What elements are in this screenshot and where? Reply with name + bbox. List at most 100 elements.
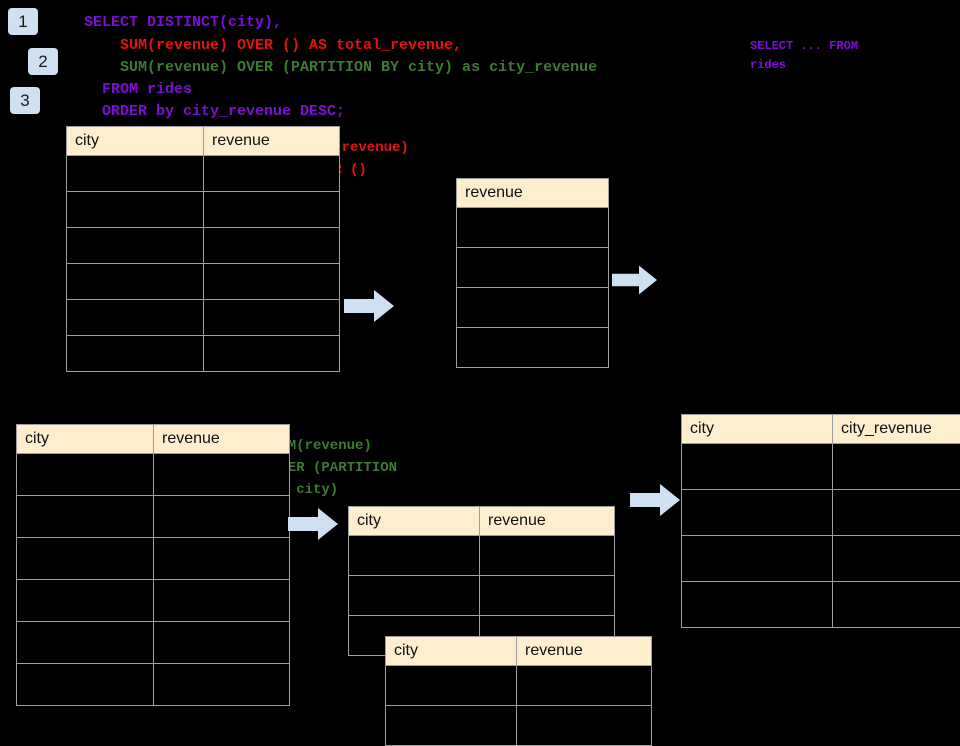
table-row: [17, 664, 290, 706]
cell: [457, 288, 609, 328]
table-row-header: city revenue: [67, 127, 340, 156]
table-row: [682, 582, 960, 628]
arrow-source-to-partition: [288, 508, 338, 540]
cell: [154, 664, 290, 706]
cell: [833, 582, 960, 628]
select-from-rides-label: SELECT ... FROM rides: [750, 37, 858, 75]
cell: [67, 336, 204, 372]
table-row: [457, 288, 609, 328]
table-row: [17, 538, 290, 580]
cell: [349, 576, 480, 616]
table-row: [349, 576, 615, 616]
cell: [17, 538, 154, 580]
sql-line-from: FROM rides: [84, 79, 192, 100]
table-row: [457, 208, 609, 248]
step-badge-1-label: 1: [18, 13, 27, 30]
table-row-header: city revenue: [17, 425, 290, 454]
sql-line-city-revenue: SUM(revenue) OVER (PARTITION BY city) as…: [84, 57, 597, 78]
arrow-total-to-result: [612, 265, 657, 295]
table-row: [17, 622, 290, 664]
step-badge-2[interactable]: 2: [28, 48, 58, 75]
cell: [682, 444, 833, 490]
table-row: [67, 228, 340, 264]
step-badge-3[interactable]: 3: [10, 87, 40, 114]
table-row-header: revenue: [457, 179, 609, 208]
table-row: [457, 328, 609, 368]
step-badge-1[interactable]: 1: [8, 8, 38, 35]
table-row: [67, 336, 340, 372]
table-row: [17, 496, 290, 538]
cell: [457, 208, 609, 248]
column-header-revenue: revenue: [204, 127, 340, 156]
table-partition-back: city revenue: [348, 506, 615, 656]
table-partition-front: city revenue: [385, 636, 652, 746]
column-header-revenue: revenue: [480, 507, 615, 536]
cell: [682, 490, 833, 536]
cell: [67, 264, 204, 300]
cell: [833, 536, 960, 582]
table-source-top: city revenue: [66, 126, 340, 372]
cell: [682, 582, 833, 628]
column-header-city: city: [17, 425, 154, 454]
table-row-header: city city_revenue: [682, 415, 960, 444]
column-header-city-revenue: city_revenue: [833, 415, 960, 444]
cell: [517, 666, 652, 706]
cell: [67, 156, 204, 192]
column-header-city: city: [682, 415, 833, 444]
column-header-revenue: revenue: [154, 425, 290, 454]
column-header-revenue: revenue: [517, 637, 652, 666]
cell: [457, 248, 609, 288]
cell: [517, 706, 652, 746]
table-row: [682, 444, 960, 490]
cell: [480, 576, 615, 616]
column-header-city: city: [349, 507, 480, 536]
cell: [833, 490, 960, 536]
table-row: [349, 536, 615, 576]
table-row: [17, 454, 290, 496]
column-header-city: city: [67, 127, 204, 156]
sql-line-select: SELECT DISTINCT(city),: [84, 12, 282, 33]
sql-line-total-revenue: SUM(revenue) OVER () AS total_revenue,: [84, 35, 462, 56]
table-row: [17, 580, 290, 622]
step-badge-3-label: 3: [20, 92, 29, 109]
cell: [204, 300, 340, 336]
cell: [67, 228, 204, 264]
cell: [386, 666, 517, 706]
cell: [154, 580, 290, 622]
cell: [154, 538, 290, 580]
table-row: [457, 248, 609, 288]
cell: [17, 622, 154, 664]
slide-canvas: 1 2 3 SELECT DISTINCT(city), SUM(revenue…: [0, 0, 960, 720]
table-row: [682, 490, 960, 536]
table-row: [67, 264, 340, 300]
cell: [17, 664, 154, 706]
cell: [204, 264, 340, 300]
table-row-header: city revenue: [386, 637, 652, 666]
cell: [682, 536, 833, 582]
cell: [457, 328, 609, 368]
arrow-source-to-total: [344, 290, 394, 322]
cell: [154, 454, 290, 496]
cell: [67, 300, 204, 336]
sql-line-order-by: ORDER by city_revenue DESC;: [84, 101, 345, 122]
column-header-revenue: revenue: [457, 179, 609, 208]
arrow-partition-to-result: [630, 484, 680, 516]
table-row: [67, 192, 340, 228]
cell: [154, 622, 290, 664]
cell: [833, 444, 960, 490]
table-result: city city_revenue: [681, 414, 960, 628]
cell: [17, 454, 154, 496]
table-row-header: city revenue: [349, 507, 615, 536]
cell: [204, 228, 340, 264]
table-row: [67, 300, 340, 336]
table-row: [682, 536, 960, 582]
cell: [386, 706, 517, 746]
table-source-bottom: city revenue: [16, 424, 290, 706]
cell: [67, 192, 204, 228]
cell: [204, 336, 340, 372]
table-row: [386, 666, 652, 706]
cell: [204, 192, 340, 228]
step-badge-2-label: 2: [38, 53, 47, 70]
cell: [204, 156, 340, 192]
table-total-revenue: revenue: [456, 178, 609, 368]
